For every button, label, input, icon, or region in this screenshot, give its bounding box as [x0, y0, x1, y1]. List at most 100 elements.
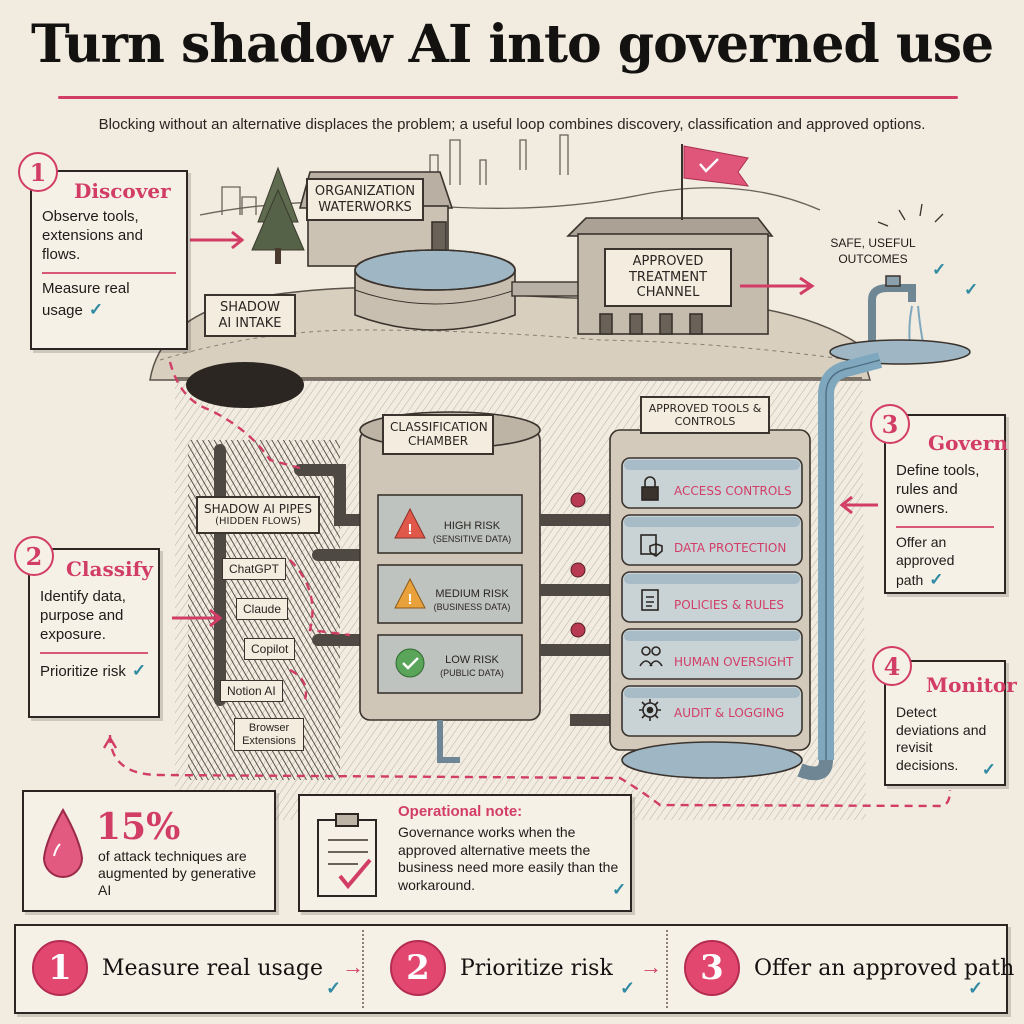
tool-tag-browser-extensions: Browser Extensions	[234, 718, 304, 752]
bottom-step-1-label: Measure real usage	[102, 955, 324, 981]
monitor-title: Monitor	[926, 673, 1017, 697]
outcomes-label: Safe, useful outcomes	[830, 236, 916, 266]
tool-tag-claude: Claude	[236, 598, 289, 620]
stat-text: of attack techniques are augmented by ge…	[98, 848, 256, 898]
govern-card: Govern Define tools, rules and owners. O…	[884, 414, 1008, 594]
risk-low-detail: (Public data)	[440, 667, 504, 678]
bottom-step-3-number: 3	[684, 940, 740, 996]
check-icon: ✓	[88, 300, 104, 319]
arrow-right-icon: →	[640, 954, 662, 979]
intake-grate-icon	[186, 362, 304, 408]
classification-chamber	[359, 411, 541, 763]
step-number-2: 2	[14, 536, 54, 576]
risk-medium-detail: (Business data)	[433, 601, 511, 612]
people-icon	[639, 646, 663, 667]
risk-high: High risk (Sensitive data)	[430, 520, 514, 545]
discover-body: Observe tools, extensions and flows.	[42, 208, 143, 263]
govern-footer: Offer an approved path	[896, 534, 955, 589]
shadow-pipes-title: Shadow AI Pipes	[204, 502, 312, 516]
risk-low: Low risk (Public data)	[430, 654, 514, 679]
title-underline	[58, 96, 958, 99]
check-icon: ✓	[929, 570, 944, 590]
waterworks-sign: Organization Waterworks	[306, 178, 424, 222]
discover-title: Discover	[74, 179, 171, 203]
note-text: Governance works when the approved alter…	[398, 824, 619, 893]
faucet-icon	[829, 275, 971, 365]
risk-low-level: Low risk	[445, 654, 499, 666]
check-icon: ✓	[326, 978, 342, 998]
bottom-step-2-number: 2	[390, 940, 446, 996]
intake-sign: Shadow AI Intake	[204, 294, 296, 338]
classify-footer: Prioritize risk	[40, 663, 126, 681]
govern-body: Define tools, rules and owners.	[896, 462, 980, 517]
check-icon: ✓	[981, 760, 996, 779]
classify-title: Classify	[66, 557, 153, 581]
check-icon: ✓	[968, 978, 984, 998]
shield-document-icon	[640, 534, 663, 557]
gear-icon	[639, 699, 661, 721]
bottom-step-3-label: Offer an approved path	[754, 955, 1015, 981]
monitor-body: Detect deviations and revisit decisions.	[896, 704, 987, 773]
clipboard-check-icon	[317, 813, 377, 897]
discover-divider	[42, 272, 176, 275]
govern-divider	[896, 526, 994, 529]
risk-high-detail: (Sensitive data)	[432, 533, 512, 544]
risk-medium-level: Medium risk	[435, 588, 509, 600]
check-icon: ✓	[964, 280, 979, 299]
control-oversight: Human oversight	[674, 655, 794, 669]
bottom-steps-bar	[14, 924, 1008, 1014]
approved-tools-sign: Approved tools & controls	[640, 396, 770, 435]
svg-text:!: !	[408, 521, 413, 538]
tree-icon	[251, 166, 305, 264]
check-icon: ✓	[612, 880, 627, 899]
classify-card: Classify Identify data, purpose and expo…	[28, 548, 160, 718]
high-risk-warning-icon	[394, 507, 426, 539]
control-policies: Policies & rules	[674, 598, 785, 612]
stat-card	[22, 790, 276, 912]
clipboard-icon	[641, 589, 659, 611]
flag-icon	[681, 144, 750, 220]
page-title: Turn shadow AI into governed use	[30, 14, 994, 75]
bottom-step-1-number: 1	[32, 940, 88, 996]
stat-value: 15%	[96, 806, 181, 848]
risk-medium: Medium risk (Business data)	[430, 588, 514, 613]
note-title: Operational note:	[398, 803, 523, 820]
bottom-step-3: 3 Offer an approved path	[684, 940, 1014, 996]
control-data-protection: Data protection	[674, 541, 787, 555]
check-icon: ✓	[932, 260, 947, 279]
svg-text:!: !	[408, 591, 413, 608]
step-number-1: 1	[18, 152, 58, 192]
tool-tag-chatgpt: ChatGPT	[222, 558, 287, 580]
treatment-sign: Approved Treatment Channel	[604, 248, 732, 307]
classify-body: Identify data, purpose and exposure.	[40, 588, 126, 643]
chamber-sign: Classification Chamber	[382, 414, 494, 455]
lock-icon	[641, 476, 659, 501]
approved-tools-stack	[609, 429, 811, 779]
arrow-right-icon: →	[342, 954, 364, 979]
control-audit: Audit & logging	[674, 706, 785, 720]
reservoir-tank	[354, 249, 516, 331]
medium-risk-warning-icon	[394, 577, 426, 609]
divider	[666, 930, 668, 1008]
blood-drop-icon	[42, 807, 84, 878]
risk-high-level: High risk	[443, 520, 501, 532]
classify-divider	[40, 652, 148, 655]
govern-title: Govern	[928, 431, 1008, 455]
divider	[362, 930, 364, 1008]
bottom-step-2-label: Prioritize risk	[460, 955, 613, 981]
bottom-step-1: 1 Measure real usage	[32, 940, 323, 996]
shadow-pipes-subtitle: (Hidden flows)	[215, 516, 301, 528]
control-access: Access controls	[674, 484, 792, 498]
tool-tag-notion-ai: Notion AI	[220, 680, 283, 702]
bottom-step-2: 2 Prioritize risk	[390, 940, 613, 996]
tool-tag-copilot: Copilot	[244, 638, 296, 660]
discover-footer: Measure real usage	[42, 280, 130, 319]
check-icon: ✓	[131, 661, 147, 681]
page-subtitle: Blocking without an alternative displace…	[98, 116, 926, 133]
discover-card: Discover Observe tools, extensions and f…	[30, 170, 188, 350]
low-risk-check-icon	[395, 648, 425, 678]
shadow-pipes-sign: Shadow AI Pipes (Hidden flows)	[196, 496, 320, 535]
step-number-3: 3	[870, 404, 910, 444]
check-icon: ✓	[620, 978, 636, 998]
